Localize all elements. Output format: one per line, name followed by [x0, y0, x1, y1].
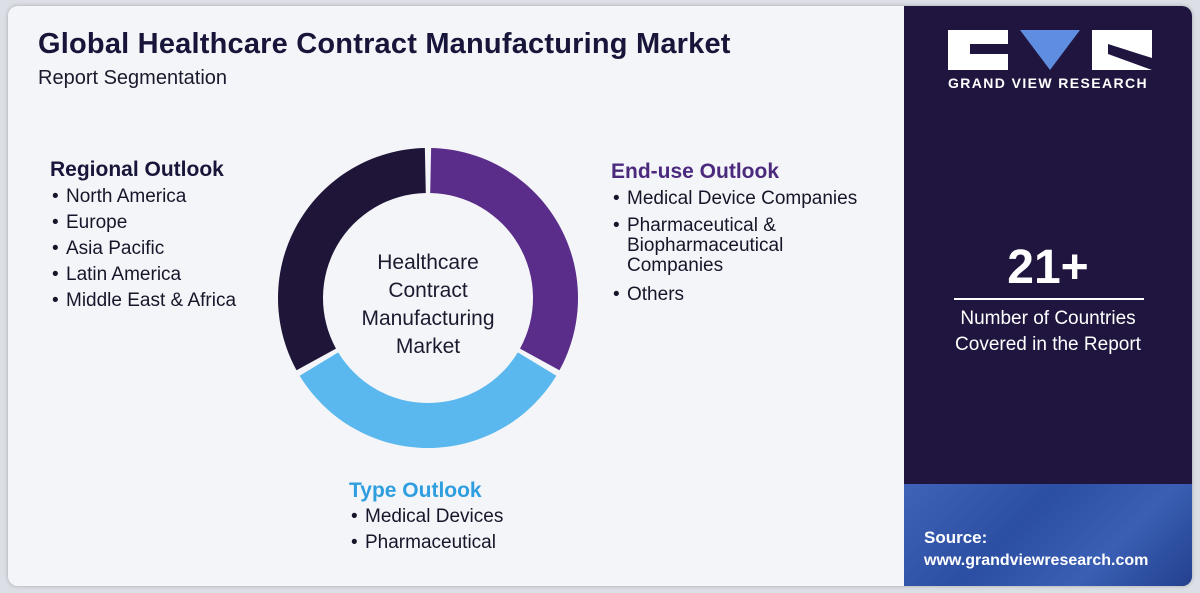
end-use-outlook-list: Medical Device Companies Pharmaceutical … — [611, 186, 857, 308]
list-item: Latin America — [50, 262, 236, 288]
list-item: Medical Device Companies — [611, 186, 857, 212]
page-title: Global Healthcare Contract Manufacturing… — [38, 28, 731, 60]
main-panel: Global Healthcare Contract Manufacturing… — [8, 6, 904, 586]
list-item: Asia Pacific — [50, 236, 236, 262]
type-outlook-list: Medical Devices Pharmaceutical — [349, 504, 503, 556]
list-item: North America — [50, 184, 236, 210]
donut-segment-regional — [278, 148, 426, 371]
source-banner: Source: www.grandviewresearch.com — [904, 484, 1192, 586]
source-url: www.grandviewresearch.com — [924, 552, 1149, 569]
stat-divider — [954, 298, 1144, 300]
source-label: Source: — [924, 528, 988, 547]
list-item: Medical Devices — [349, 504, 503, 530]
end-use-outlook-heading: End-use Outlook — [611, 160, 779, 183]
stat-value: 21+ — [1007, 241, 1089, 294]
list-item: Pharmaceutical — [349, 530, 503, 556]
donut-segment-end-use — [430, 148, 578, 371]
gvr-logo-icon — [948, 30, 1152, 70]
donut-center-label: Healthcare Contract Manufacturing Market — [361, 251, 495, 358]
infographic-card: Global Healthcare Contract Manufacturing… — [8, 6, 1192, 586]
stat-caption: Number of Countries Covered in the Repor… — [955, 308, 1141, 355]
regional-outlook-list: North America Europe Asia Pacific Latin … — [50, 184, 236, 314]
sidebar-panel: GRAND VIEW RESEARCH 21+ Number of Countr… — [904, 6, 1192, 586]
list-item: Pharmaceutical & Biopharmaceutical Compa… — [611, 216, 857, 276]
list-item: Europe — [50, 210, 236, 236]
donut-segment-type — [299, 352, 557, 448]
page-subtitle: Report Segmentation — [38, 67, 228, 89]
type-outlook-heading: Type Outlook — [349, 479, 482, 502]
brand-name: GRAND VIEW RESEARCH — [947, 75, 1149, 91]
list-item: Middle East & Africa — [50, 288, 236, 314]
list-item: Others — [611, 282, 857, 308]
regional-outlook-heading: Regional Outlook — [50, 158, 224, 181]
segmentation-donut — [278, 148, 578, 448]
